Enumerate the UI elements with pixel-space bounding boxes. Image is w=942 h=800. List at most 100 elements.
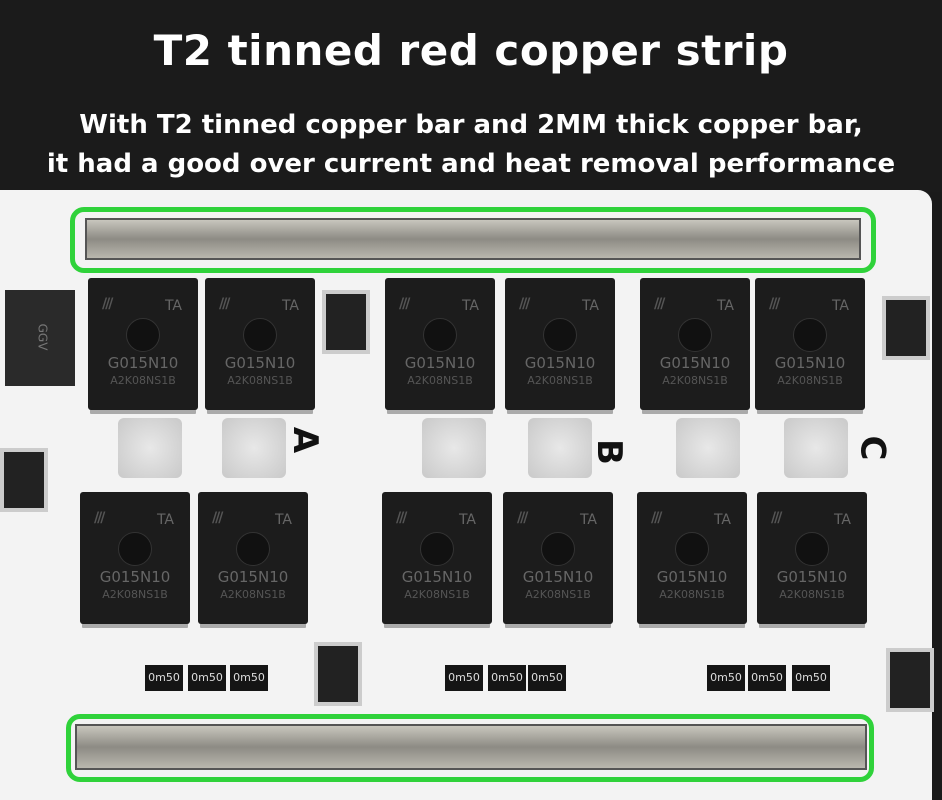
chip-part-number: G015N10	[659, 354, 731, 372]
pin-header	[0, 448, 48, 512]
chip-mark: TA	[713, 512, 731, 528]
chip-part-number: G015N10	[776, 568, 848, 586]
chip-mark: TA	[458, 512, 476, 528]
shunt-resistor: 0m50	[528, 665, 566, 691]
chip-mark: TA	[833, 512, 851, 528]
mosfet-chip: /// TA G015N10 A2K08NS1B	[88, 278, 198, 410]
chip-dimple	[236, 532, 270, 566]
solder-pad	[676, 418, 740, 478]
chip-mark: TA	[281, 298, 299, 314]
bottom-copper-bar	[75, 724, 867, 770]
chip-dimple	[243, 318, 277, 352]
mosfet-chip: /// TA G015N10 A2K08NS1B	[637, 492, 747, 624]
chip-mark: TA	[716, 298, 734, 314]
chip-part-number: G015N10	[224, 354, 296, 372]
chip-mark: TA	[164, 298, 182, 314]
manufacturer-logo: ///	[771, 510, 782, 526]
chip-part-number: G015N10	[107, 354, 179, 372]
shunt-resistor: 0m50	[792, 665, 830, 691]
chip-part-number: G015N10	[404, 354, 476, 372]
chip-lot-code: A2K08NS1B	[659, 588, 725, 601]
subtitle-line-2: it had a good over current and heat remo…	[46, 149, 896, 179]
shunt-resistor: 0m50	[707, 665, 745, 691]
phase-label-b: B	[588, 439, 629, 465]
manufacturer-logo: ///	[519, 296, 530, 312]
solder-pad	[222, 418, 286, 478]
pin-header	[322, 290, 370, 354]
pin-header	[314, 642, 362, 706]
chip-part-number: G015N10	[522, 568, 594, 586]
mosfet-chip: /// TA G015N10 A2K08NS1B	[382, 492, 492, 624]
manufacturer-logo: ///	[94, 510, 105, 526]
mosfet-chip: /// TA G015N10 A2K08NS1B	[205, 278, 315, 410]
chip-dimple	[678, 318, 712, 352]
chip-lot-code: A2K08NS1B	[779, 588, 845, 601]
manufacturer-logo: ///	[396, 510, 407, 526]
shunt-resistor: 0m50	[488, 665, 526, 691]
chip-dimple	[118, 532, 152, 566]
chip-lot-code: A2K08NS1B	[777, 374, 843, 387]
manufacturer-logo: ///	[219, 296, 230, 312]
manufacturer-logo: ///	[651, 510, 662, 526]
pin-header	[886, 648, 934, 712]
chip-mark: TA	[581, 298, 599, 314]
chip-dimple	[795, 532, 829, 566]
pin-header	[882, 296, 930, 360]
shunt-resistor: 0m50	[145, 665, 183, 691]
header-banner: T2 tinned red copper strip With T2 tinne…	[0, 0, 942, 192]
shunt-resistor: 0m50	[188, 665, 226, 691]
manufacturer-logo: ///	[212, 510, 223, 526]
chip-lot-code: A2K08NS1B	[220, 588, 286, 601]
mosfet-chip: /// TA G015N10 A2K08NS1B	[80, 492, 190, 624]
chip-dimple	[423, 318, 457, 352]
chip-lot-code: A2K08NS1B	[110, 374, 176, 387]
chip-mark: TA	[461, 298, 479, 314]
chip-part-number: G015N10	[656, 568, 728, 586]
top-copper-bar	[85, 218, 861, 260]
title: T2 tinned red copper strip	[153, 26, 789, 75]
phase-label-c: C	[852, 435, 893, 461]
shunt-resistor: 0m50	[230, 665, 268, 691]
chip-dimple	[675, 532, 709, 566]
chip-part-number: G015N10	[524, 354, 596, 372]
mosfet-chip: /// TA G015N10 A2K08NS1B	[755, 278, 865, 410]
chip-lot-code: A2K08NS1B	[527, 374, 593, 387]
mosfet-chip: /// TA G015N10 A2K08NS1B	[198, 492, 308, 624]
mosfet-chip: /// TA G015N10 A2K08NS1B	[503, 492, 613, 624]
chip-mark: TA	[274, 512, 292, 528]
chip-part-number: G015N10	[217, 568, 289, 586]
top-bar-highlight	[70, 207, 876, 273]
chip-part-number: G015N10	[774, 354, 846, 372]
mosfet-chip: /// TA G015N10 A2K08NS1B	[505, 278, 615, 410]
chip-dimple	[126, 318, 160, 352]
smd-component: GGV	[5, 290, 75, 386]
solder-pad	[528, 418, 592, 478]
chip-dimple	[543, 318, 577, 352]
manufacturer-logo: ///	[517, 510, 528, 526]
bottom-bar-highlight	[66, 714, 874, 782]
solder-pad	[422, 418, 486, 478]
chip-lot-code: A2K08NS1B	[227, 374, 293, 387]
solder-pad	[784, 418, 848, 478]
manufacturer-logo: ///	[102, 296, 113, 312]
mosfet-chip: /// TA G015N10 A2K08NS1B	[757, 492, 867, 624]
chip-dimple	[793, 318, 827, 352]
chip-mark: TA	[156, 512, 174, 528]
chip-lot-code: A2K08NS1B	[662, 374, 728, 387]
chip-part-number: G015N10	[99, 568, 171, 586]
solder-pad	[118, 418, 182, 478]
chip-dimple	[541, 532, 575, 566]
manufacturer-logo: ///	[769, 296, 780, 312]
manufacturer-logo: ///	[399, 296, 410, 312]
chip-lot-code: A2K08NS1B	[525, 588, 591, 601]
manufacturer-logo: ///	[654, 296, 665, 312]
chip-part-number: G015N10	[401, 568, 473, 586]
mosfet-chip: /// TA G015N10 A2K08NS1B	[385, 278, 495, 410]
chip-lot-code: A2K08NS1B	[102, 588, 168, 601]
chip-lot-code: A2K08NS1B	[404, 588, 470, 601]
chip-lot-code: A2K08NS1B	[407, 374, 473, 387]
chip-mark: TA	[831, 298, 849, 314]
subtitle-line-1: With T2 tinned copper bar and 2MM thick …	[79, 110, 863, 140]
shunt-resistor: 0m50	[748, 665, 786, 691]
shunt-resistor: 0m50	[445, 665, 483, 691]
